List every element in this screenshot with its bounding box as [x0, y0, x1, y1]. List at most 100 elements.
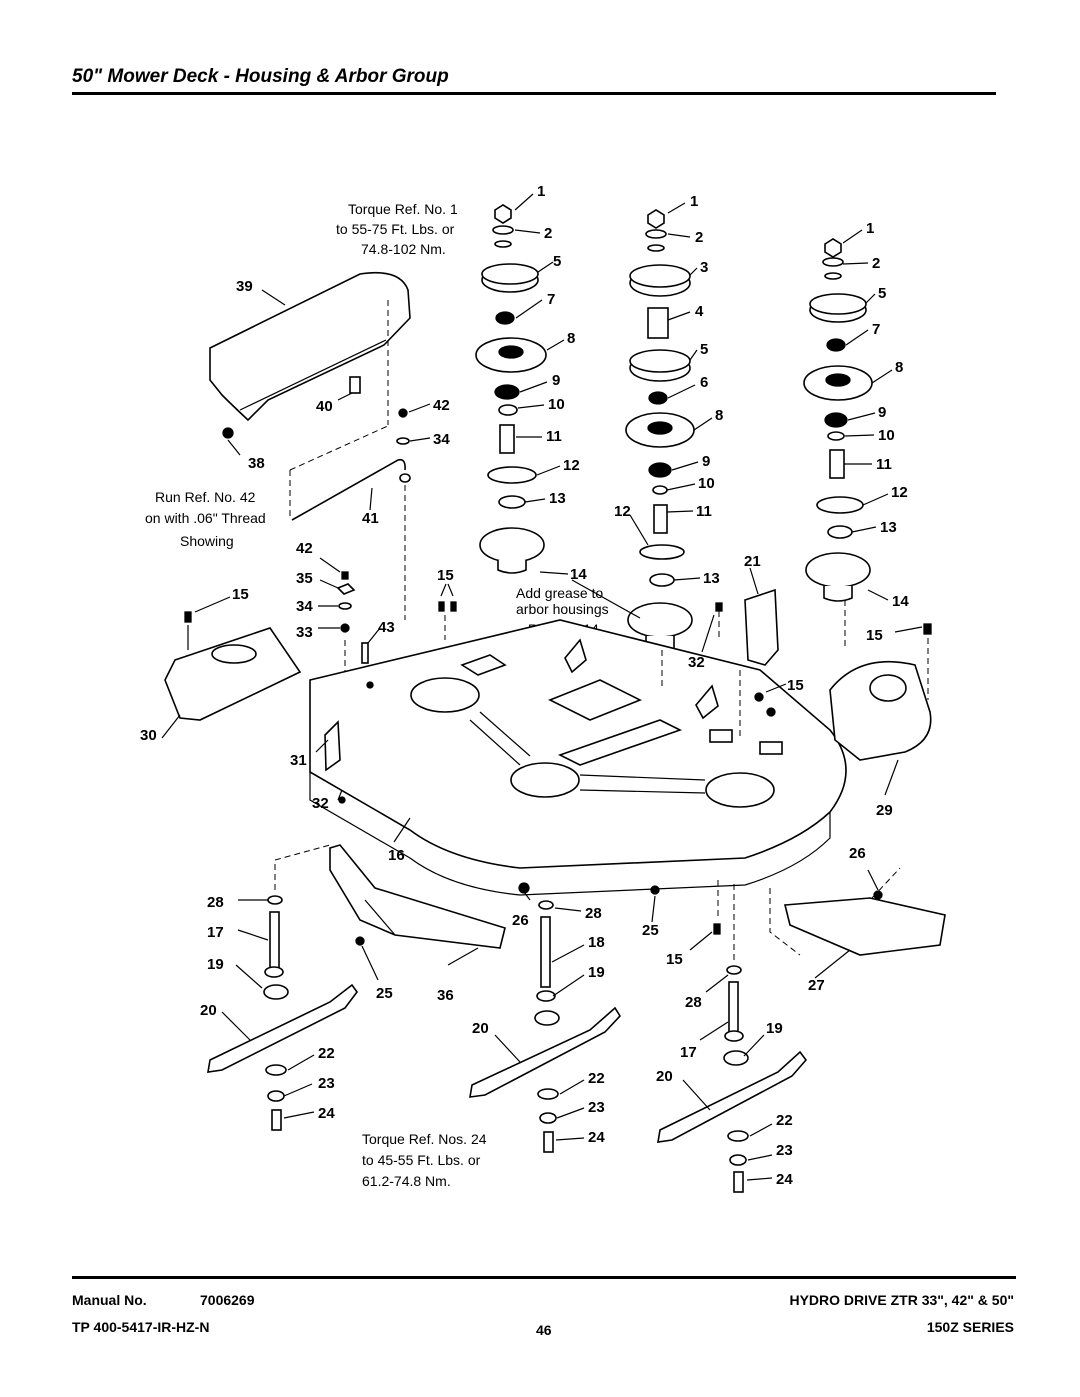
title-rule	[72, 92, 996, 95]
arbor-opening-part	[510, 762, 580, 798]
callout-21: 21	[744, 553, 761, 570]
spindle-hub-part	[264, 966, 284, 978]
idler-bracket	[661, 567, 787, 740]
callout-38: 38	[248, 455, 265, 472]
tp-code: TP 400-5417-IR-HZ-N	[72, 1319, 210, 1335]
callout-numbers: 1 2 5 7 8 9 10 11 12 13 14 1 2 3 4 5 6 8…	[140, 183, 909, 1188]
bolt-part	[338, 796, 346, 804]
rod-part	[291, 458, 406, 521]
spindle-part	[269, 911, 280, 969]
washer-part	[338, 602, 352, 610]
callout-9: 9	[702, 453, 710, 470]
blade-part	[657, 1050, 808, 1143]
deck-bracket-part	[695, 684, 719, 720]
washer-part	[537, 1088, 559, 1100]
callout-9: 9	[878, 404, 886, 421]
bolt-part	[713, 923, 721, 935]
nut-part	[826, 338, 846, 352]
callout-2: 2	[695, 229, 703, 246]
callout-34: 34	[433, 431, 450, 448]
baffle-part	[783, 897, 946, 956]
left-belt-shield	[161, 583, 457, 739]
spacer-part	[653, 504, 668, 534]
torque-note-bottom-line3: 61.2-74.8 Nm.	[362, 1173, 451, 1189]
deck-plate-part	[460, 654, 507, 676]
arbor-opening-part	[705, 772, 775, 808]
callout-12: 12	[891, 484, 908, 501]
bearing-part	[827, 431, 845, 441]
run-ref-note-line1: Run Ref. No. 42	[155, 489, 256, 505]
shield-part	[487, 466, 537, 484]
middle-arbor-leaders	[571, 202, 713, 619]
callout-11: 11	[876, 456, 892, 473]
callout-23: 23	[588, 1099, 605, 1116]
bearing-part	[652, 485, 668, 495]
washer-part	[726, 965, 742, 975]
manual-number: 7006269	[200, 1292, 255, 1308]
left-hardware-stack	[318, 557, 381, 690]
torque-note-top-line3: 74.8-102 Nm.	[361, 241, 446, 257]
callout-8: 8	[895, 359, 903, 376]
deck-bracket-part	[709, 729, 733, 743]
pulley-part	[629, 264, 691, 288]
bolt-part	[733, 1171, 744, 1193]
torque-note-bottom-line2: to 45-55 Ft. Lbs. or	[362, 1152, 481, 1168]
screw-part	[222, 427, 234, 439]
callout-29: 29	[876, 802, 893, 819]
washer-part	[729, 1154, 747, 1166]
callout-17: 17	[207, 924, 224, 941]
callout-5: 5	[553, 253, 561, 270]
torque-note-bottom: Torque Ref. Nos. 24 to 45-55 Ft. Lbs. or…	[362, 1131, 487, 1189]
callout-3: 3	[700, 259, 708, 276]
page-number: 46	[536, 1322, 552, 1338]
callout-34: 34	[296, 598, 313, 615]
washer-part	[498, 495, 526, 509]
nut-part	[494, 204, 512, 224]
callout-5: 5	[878, 285, 886, 302]
washer-part	[265, 1064, 287, 1076]
arbor-plate-hub-part	[647, 421, 673, 435]
grease-note-line1: Add grease to	[516, 585, 603, 601]
arbor-plate-hub-part	[498, 345, 524, 359]
run-ref-note-line2: on with .06" Thread	[145, 510, 266, 526]
deck-bracket-part	[324, 720, 341, 772]
bearing-part	[494, 384, 520, 400]
bolt-part	[184, 611, 192, 623]
nut-part	[340, 623, 350, 633]
callout-12: 12	[563, 457, 580, 474]
right-arbor-stack	[803, 238, 873, 602]
series: 150Z SERIES	[926, 1319, 1014, 1335]
callout-28: 28	[585, 905, 602, 922]
page-title: 50" Mower Deck - Housing & Arbor Group	[72, 66, 449, 87]
callout-20: 20	[656, 1068, 673, 1085]
callout-19: 19	[766, 1020, 783, 1037]
footer-rule	[72, 1276, 1016, 1279]
washer-part	[494, 240, 512, 248]
belt-cover	[209, 271, 411, 456]
bolt-part	[450, 601, 457, 612]
callout-24: 24	[318, 1105, 335, 1122]
stud-part	[361, 642, 369, 664]
callout-14: 14	[570, 566, 587, 583]
deck-housing	[309, 619, 847, 896]
bolt-part	[271, 1109, 282, 1131]
right-belt-shield	[829, 600, 932, 796]
bolt-part	[715, 602, 723, 612]
spindle-part	[540, 916, 551, 988]
arbor-opening-part	[410, 677, 480, 713]
shield-part	[639, 544, 685, 560]
shield-part	[816, 496, 864, 514]
callout-1: 1	[866, 220, 874, 237]
nut-part	[647, 209, 665, 229]
left-arbor-leaders	[514, 193, 569, 575]
arbor-housing-part	[479, 527, 545, 563]
rod-assembly	[289, 403, 431, 620]
arbor-housing-part	[805, 552, 871, 588]
washer-part	[827, 525, 853, 539]
nut-part	[341, 571, 349, 580]
callout-28: 28	[685, 994, 702, 1011]
arbor-plate-hub-part	[825, 373, 851, 387]
callout-20: 20	[200, 1002, 217, 1019]
callout-43: 43	[378, 619, 395, 636]
nut-part	[650, 885, 660, 895]
